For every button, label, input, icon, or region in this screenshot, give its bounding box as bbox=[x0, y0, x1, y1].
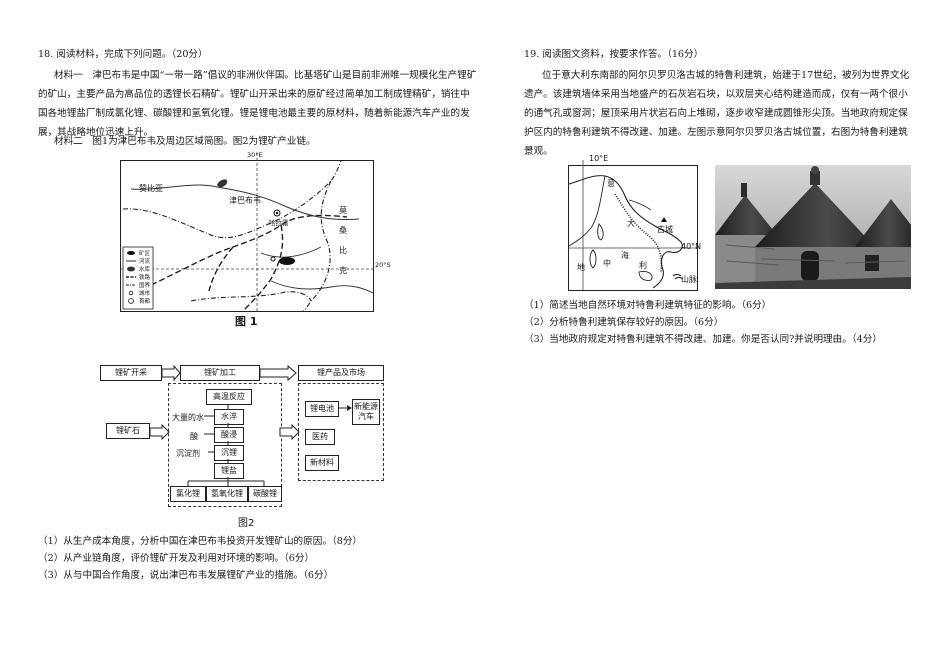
sea-label-zhong: 中 bbox=[603, 259, 611, 268]
italy-lat-label: 40°N bbox=[681, 242, 702, 251]
sea-label-hai: 海 bbox=[621, 251, 629, 260]
input-precipitant: 沉淀剂 bbox=[176, 449, 200, 458]
italy-label-yi: 意 bbox=[607, 179, 615, 188]
legend-river: 河流 bbox=[139, 259, 151, 265]
processing-frame bbox=[168, 383, 282, 507]
map-lines bbox=[121, 153, 374, 312]
map-country-zambia: 赞比亚 bbox=[139, 184, 163, 193]
q18-question-3: （3）从与中国合作角度，说出津巴布韦发展锂矿产业的措施。（6分） bbox=[38, 570, 334, 581]
legend-railway: 铁路 bbox=[139, 275, 151, 281]
legend-symbols bbox=[126, 251, 136, 304]
map-lat-label: 20°S bbox=[375, 261, 391, 269]
figure-1-map: 赞比亚 津巴布韦 莫 桑 比 克 哈拉雷 30°E 20°S 矿区 河流 水库 … bbox=[120, 151, 391, 312]
stage-market: 锂产品及市场 bbox=[298, 365, 384, 381]
legend-reservoir: 水库 bbox=[139, 267, 151, 273]
map-city-harare: 哈拉雷 bbox=[269, 219, 289, 227]
map-country-zimbabwe: 津巴布韦 bbox=[229, 196, 261, 205]
legend-mine: 矿区 bbox=[139, 251, 151, 257]
q18-material-1: 材料一 津巴布韦是中国“一带一路”倡议的非洲伙伴国。比基塔矿山是目前非洲唯一规模… bbox=[38, 70, 477, 138]
map-country-mozambique-3: 比 bbox=[339, 246, 347, 255]
italy-map: 意 大 利 地 中 海 古城 山脉 10°E 40°N bbox=[568, 154, 702, 291]
ore-box: 锂矿石 bbox=[106, 423, 150, 439]
q19-question-1: （1）简述当地自然环境对特鲁利建筑特征的影响。（6分） bbox=[524, 300, 772, 311]
sea-label-di: 地 bbox=[577, 263, 585, 272]
step-lithium-salt: 锂盐 bbox=[214, 463, 244, 479]
step-high-temp: 高温反应 bbox=[206, 389, 252, 405]
step-acid-leach: 酸浸 bbox=[214, 427, 244, 443]
q18-title: 18. 阅读材料，完成下列问题。（20分） bbox=[38, 49, 208, 60]
q19-question-2: （2）分析特鲁利建筑保存较好的原因。（6分） bbox=[524, 317, 724, 328]
trulli-photo bbox=[715, 165, 911, 289]
ore-arrow bbox=[149, 423, 170, 441]
trulli-drawing bbox=[715, 165, 911, 289]
q18-question-1: （1）从生产成本角度，分析中国在津巴布韦投资开发锂矿山的原因。（8分） bbox=[38, 536, 363, 547]
q19-title: 19. 阅读图文资料，按要求作答。（16分） bbox=[524, 49, 704, 60]
map-country-mozambique-4: 克 bbox=[339, 266, 347, 275]
map-country-mozambique-2: 桑 bbox=[339, 226, 347, 235]
input-water: 大量的水 bbox=[172, 413, 204, 422]
processing-arrows bbox=[187, 405, 265, 486]
label-mountains: 山脉 bbox=[681, 275, 697, 284]
market-nev: 新能源汽车 bbox=[352, 399, 380, 425]
italy-label-li: 利 bbox=[639, 261, 647, 270]
stage-mining: 锂矿开采 bbox=[100, 365, 162, 381]
legend-border: 国界 bbox=[139, 283, 151, 289]
step-quench: 水淬 bbox=[214, 409, 244, 425]
battery-arrow bbox=[338, 405, 352, 411]
input-acid: 酸 bbox=[190, 432, 198, 441]
market-new-materials: 新材料 bbox=[305, 455, 339, 471]
processing-to-market-arrow bbox=[279, 423, 300, 441]
map-country-mozambique-1: 莫 bbox=[339, 206, 347, 215]
q18-question-2: （2）从产业链角度，评价锂矿开发及利用对环境的影响。（6分） bbox=[38, 553, 315, 564]
italy-lon-label: 10°E bbox=[589, 154, 609, 163]
label-ancient-city: 古城 bbox=[657, 225, 673, 234]
q19-question-3: （3）当地政府规定对特鲁利建筑不得改建、加建。你是否认同?并说明理由。（4分） bbox=[524, 334, 882, 345]
figure-2-caption: 图2 bbox=[238, 518, 255, 529]
product-lithium-chloride: 氯化锂 bbox=[170, 486, 206, 502]
legend-city: 城市 bbox=[139, 291, 151, 297]
stage-arrows bbox=[161, 364, 297, 382]
italy-label-da: 大 bbox=[627, 219, 635, 228]
q19-material: 位于意大利东南部的阿尔贝罗贝洛古城的特鲁利建筑，始建于17世纪，被列为世界文化遗… bbox=[524, 70, 910, 157]
figure-1-caption: 图 1 bbox=[235, 315, 258, 328]
map-lon-label: 30°E bbox=[247, 151, 263, 159]
italy-map-lines bbox=[568, 160, 697, 290]
step-precipitate: 沉锂 bbox=[214, 445, 244, 461]
legend-capital: 首都 bbox=[139, 299, 151, 305]
product-lithium-carbonate: 碳酸锂 bbox=[248, 486, 282, 502]
market-battery: 锂电池 bbox=[305, 401, 339, 417]
q18-material-2: 材料二 图1为津巴布韦及周边区域简图。图2为锂矿产业链。 bbox=[54, 136, 316, 147]
product-lithium-hydroxide: 氢氧化锂 bbox=[206, 486, 248, 502]
market-medicine: 医药 bbox=[305, 429, 335, 445]
